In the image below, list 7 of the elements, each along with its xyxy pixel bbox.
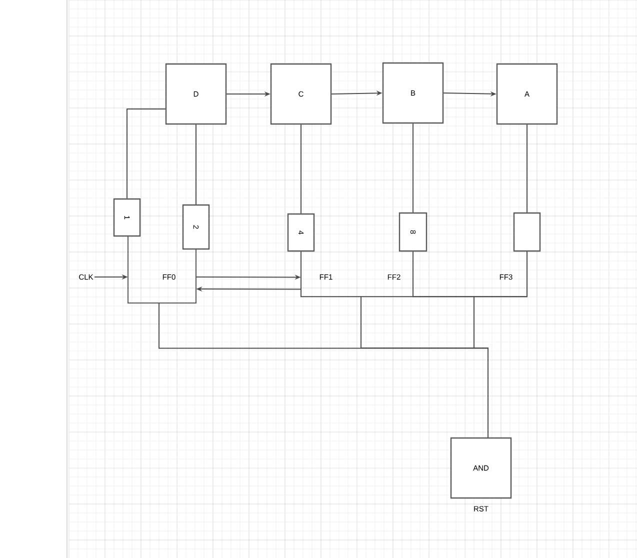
wire — [412, 123, 414, 213]
weight-box — [513, 212, 541, 252]
wire — [126, 108, 166, 199]
wire — [474, 296, 488, 438]
wire — [526, 124, 528, 213]
wire — [300, 124, 302, 214]
wire — [412, 251, 528, 298]
